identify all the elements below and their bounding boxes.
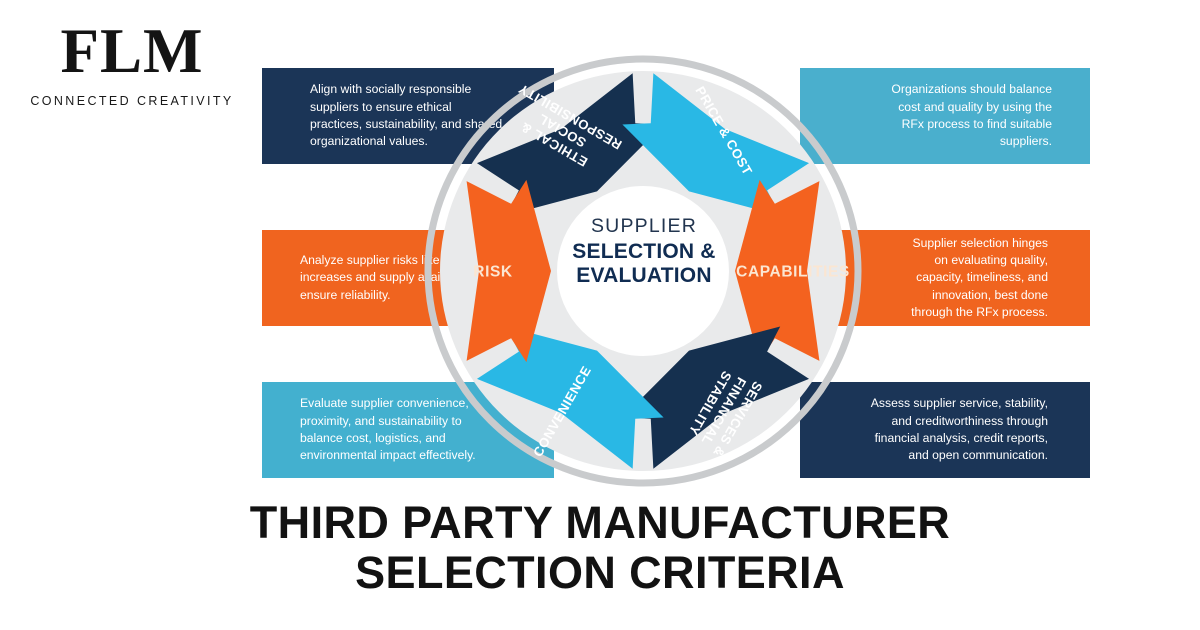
wheel-label-risk: RISK <box>473 263 513 280</box>
callout-middle-right-text: Supplier selection hinges on evaluating … <box>911 235 1048 319</box>
wheel-outer-ring <box>424 55 862 487</box>
wheel-segment-services-financial-stability[interactable] <box>622 326 810 469</box>
wheel-label-line: CAPABILITIES <box>736 263 850 280</box>
center-eyebrow: SUPPLIER <box>590 215 698 237</box>
wheel-segment-price-cost[interactable] <box>622 73 810 216</box>
wheel-label-line: RISK <box>473 263 513 280</box>
callout-top-right-text: Organizations should balance cost and qu… <box>891 82 1052 149</box>
page-title: THIRD PARTY MANUFACTURER SELECTION CRITE… <box>0 497 1200 599</box>
wheel-label-capabilities: CAPABILITIES <box>736 263 850 280</box>
wheel-center-text: SUPPLIER SELECTION & EVALUATION <box>559 215 729 288</box>
callout-bottom-left-text: Evaluate supplier convenience, proximity… <box>300 396 476 463</box>
logo-tagline: CONNECTED CREATIVITY <box>30 94 234 109</box>
wheel-segment-ethical-social-responsibility[interactable] <box>476 73 664 216</box>
callout-top-right: Organizations should balance cost and qu… <box>800 68 1090 164</box>
wheel-segment-capabilities[interactable] <box>735 179 820 363</box>
callout-top-left-text: Align with socially responsible supplier… <box>310 82 503 149</box>
center-title-line-1: SELECTION & <box>572 239 716 263</box>
callout-top-left: Align with socially responsible supplier… <box>262 68 554 164</box>
logo-wordmark: FLM <box>60 16 204 86</box>
center-title-line-2: EVALUATION <box>576 263 712 287</box>
callout-middle-right: Supplier selection hinges on evaluating … <box>800 230 1090 326</box>
page-title-line-1: THIRD PARTY MANUFACTURER <box>249 497 951 548</box>
wheel-center-disc <box>557 186 729 356</box>
callout-bottom-right: Assess supplier service, stability, and … <box>800 382 1090 478</box>
page-title-line-2: SELECTION CRITERIA <box>355 547 845 599</box>
wheel-segment-risk[interactable] <box>466 179 551 363</box>
callout-bottom-right-text: Assess supplier service, stability, and … <box>870 396 1048 463</box>
wheel-arrow-layer <box>466 73 820 469</box>
brand-logo: FLM CONNECTED CREATIVITY <box>22 18 242 108</box>
wheel-segment-convenience[interactable] <box>476 326 664 469</box>
